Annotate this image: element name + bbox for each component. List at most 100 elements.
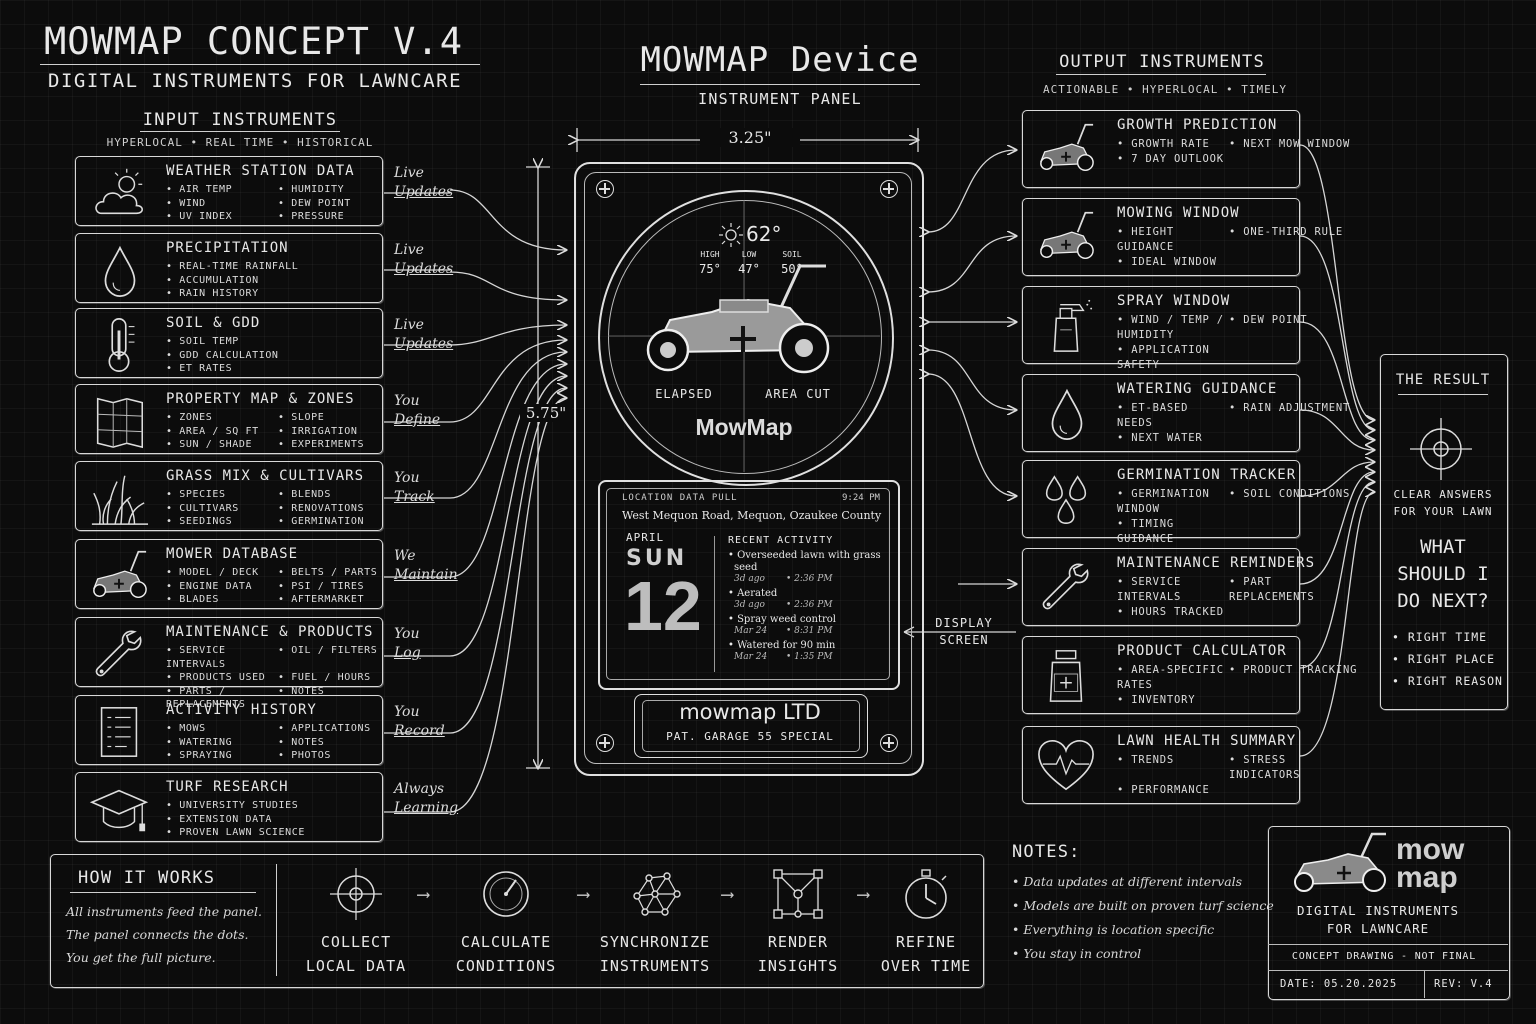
result-bullet: • RIGHT REASON (1392, 674, 1503, 688)
input-card-items: MOWSAPPLICATIONSWATERINGNOTESSPRAYINGPHO… (166, 722, 408, 763)
mower-icon (646, 264, 830, 374)
output-card-item: IDEAL WINDOW (1117, 255, 1225, 270)
input-flow-label-line: Live (394, 317, 424, 333)
note-text: Models are built on proven turf science (1023, 898, 1274, 913)
title-block-rule (1268, 944, 1508, 945)
input-card-title: ACTIVITY HISTORY (166, 702, 317, 718)
input-card-item: WATERING (166, 736, 274, 750)
how-it-works-panel (50, 854, 984, 988)
mower-icon (1031, 119, 1101, 179)
page-subtitle: DIGITAL INSTRUMENTS FOR LAWNCARE (48, 70, 463, 92)
output-card: PRODUCT CALCULATORAREA-SPECIFIC RATESPRO… (1022, 636, 1356, 714)
raindrop-icon (1031, 383, 1101, 443)
input-card-item: RAIN HISTORY (166, 287, 396, 301)
input-card-item: UV INDEX (166, 210, 274, 224)
input-flow-label-line: We (394, 548, 416, 564)
input-card-item: PROVEN LAWN SCIENCE (166, 826, 396, 840)
output-card-item: WIND / TEMP / HUMIDITY (1117, 313, 1225, 343)
input-flow-label-line: Always (394, 781, 445, 797)
activity-when: Mar 24 (734, 652, 768, 662)
inputs-title: INPUT INSTRUMENTS (142, 110, 338, 130)
output-card-items: WIND / TEMP / HUMIDITYDEW POINTAPPLICATI… (1117, 313, 1359, 373)
result-caption-line: CLEAR ANSWERS (1393, 488, 1493, 501)
high-label: HIGH (700, 250, 720, 259)
arrow-right-icon: ⟶ (418, 884, 429, 905)
input-flow-label-line: Updates (394, 184, 454, 200)
output-card-item: NEXT MOW WINDOW (1229, 137, 1359, 152)
note-item: • Data updates at different intervals (1012, 874, 1243, 889)
wrench-icon (86, 624, 152, 684)
result-bullet: • RIGHT TIME (1392, 630, 1488, 644)
input-card-item: EXPERIMENTS (278, 438, 408, 452)
input-card-item: AREA / SQ FT (166, 425, 274, 439)
output-card-item: GROWTH RATE (1117, 137, 1225, 152)
result-bullets: • RIGHT TIME • RIGHT PLACE • RIGHT REASO… (1392, 626, 1503, 692)
input-flow-label-line: Maintain (394, 567, 458, 583)
high-value: 75° (699, 262, 721, 276)
input-card-item: NOTES (278, 736, 408, 750)
device-inner-frame (584, 172, 912, 764)
wrench-icon (1031, 557, 1101, 617)
input-card-items: SERVICE INTERVALSOIL / FILTERSPRODUCTS U… (166, 644, 408, 712)
output-card-item: STRESS INDICATORS (1229, 753, 1359, 783)
page-title: MOWMAP CONCEPT V.4 (44, 20, 463, 63)
notes-title: NOTES: (1012, 842, 1081, 862)
how-step-line: OVER TIME (880, 957, 972, 975)
title-block-date: DATE: 05.20.2025 (1280, 978, 1398, 990)
activity-meta: 3d ago• 2:36 PM (734, 574, 833, 584)
output-card-item: SERVICE INTERVALS (1117, 575, 1225, 605)
activity-time: 2:36 PM (794, 600, 833, 610)
input-card-item: PHOTOS (278, 749, 408, 763)
output-card-items: HEIGHT GUIDANCEONE-THIRD RULEIDEAL WINDO… (1117, 225, 1359, 270)
title-block-caption: DIGITAL INSTRUMENTS FOR LAWNCARE (1268, 902, 1488, 938)
input-card-title: TURF RESEARCH (166, 779, 289, 795)
mower-icon (1031, 207, 1101, 267)
input-card: GRASS MIX & CULTIVARSSPECIESBLENDSCULTIV… (75, 461, 383, 531)
arrow-right-icon: ⟶ (722, 884, 733, 905)
output-card-item: PRODUCT TRACKING (1229, 663, 1359, 693)
input-flow-label-line: Track (394, 489, 435, 505)
dial-brand: MowMap (695, 414, 793, 440)
outputs-subtitle: ACTIONABLE • HYPERLOCAL • TIMELY (1043, 83, 1287, 96)
title-block-line: FOR LAWNCARE (1326, 921, 1430, 936)
name-plate (634, 694, 868, 758)
activity-text-value: Spray weed control (737, 614, 836, 625)
input-card-items: MODEL / DECKBELTS / PARTSENGINE DATAPSI … (166, 566, 408, 607)
output-card: GERMINATION TRACKERGERMINATION WINDOWSOI… (1022, 460, 1349, 545)
input-flow-label-line: Updates (394, 336, 454, 352)
screw-icon (880, 734, 898, 752)
low-value: 47° (738, 262, 760, 276)
input-card-item: FUEL / HOURS (278, 671, 408, 685)
output-card-title: GROWTH PREDICTION (1117, 117, 1278, 133)
how-underline (70, 892, 256, 894)
how-step-line: RENDER (767, 933, 829, 951)
output-card: GROWTH PREDICTIONGROWTH RATENEXT MOW WIN… (1022, 110, 1349, 188)
recent-activity-title: RECENT ACTIVITY (728, 535, 834, 546)
output-card-items: GERMINATION WINDOWSOIL CONDITIONSTIMING … (1117, 487, 1359, 547)
activity-text: • Overseeded lawn with grass seed (728, 550, 881, 573)
checklist-icon (86, 702, 152, 762)
input-card-item: SLOPE (278, 411, 408, 425)
how-step-line: INSTRUMENTS (599, 957, 711, 975)
area-cut-label: AREA CUT (765, 387, 831, 401)
display-screen-label-line: DISPLAY (935, 616, 993, 630)
input-card: MAINTENANCE & PRODUCTSSERVICE INTERVALSO… (75, 617, 383, 710)
input-card-item: BELTS / PARTS (278, 566, 408, 580)
input-flow-label-line: Record (394, 723, 445, 739)
how-step-line: LOCAL DATA (305, 957, 407, 975)
output-card-title: MOWING WINDOW (1117, 205, 1240, 221)
screen-divider (714, 536, 715, 672)
how-divider (276, 864, 278, 976)
output-card-item: NEXT WATER (1117, 431, 1225, 446)
input-card-items: UNIVERSITY STUDIESEXTENSION DATAPROVEN L… (166, 799, 396, 840)
soil-label: SOIL (782, 250, 802, 259)
input-flow-label-line: Live (394, 242, 424, 258)
result-question-line: DO NEXT? (1397, 590, 1489, 612)
device-title: MOWMAP Device (640, 40, 920, 80)
display-screen (598, 480, 900, 690)
display-screen-label-line: SCREEN (939, 633, 989, 647)
plate-sub: PAT. GARAGE 55 SPECIAL (666, 730, 834, 743)
